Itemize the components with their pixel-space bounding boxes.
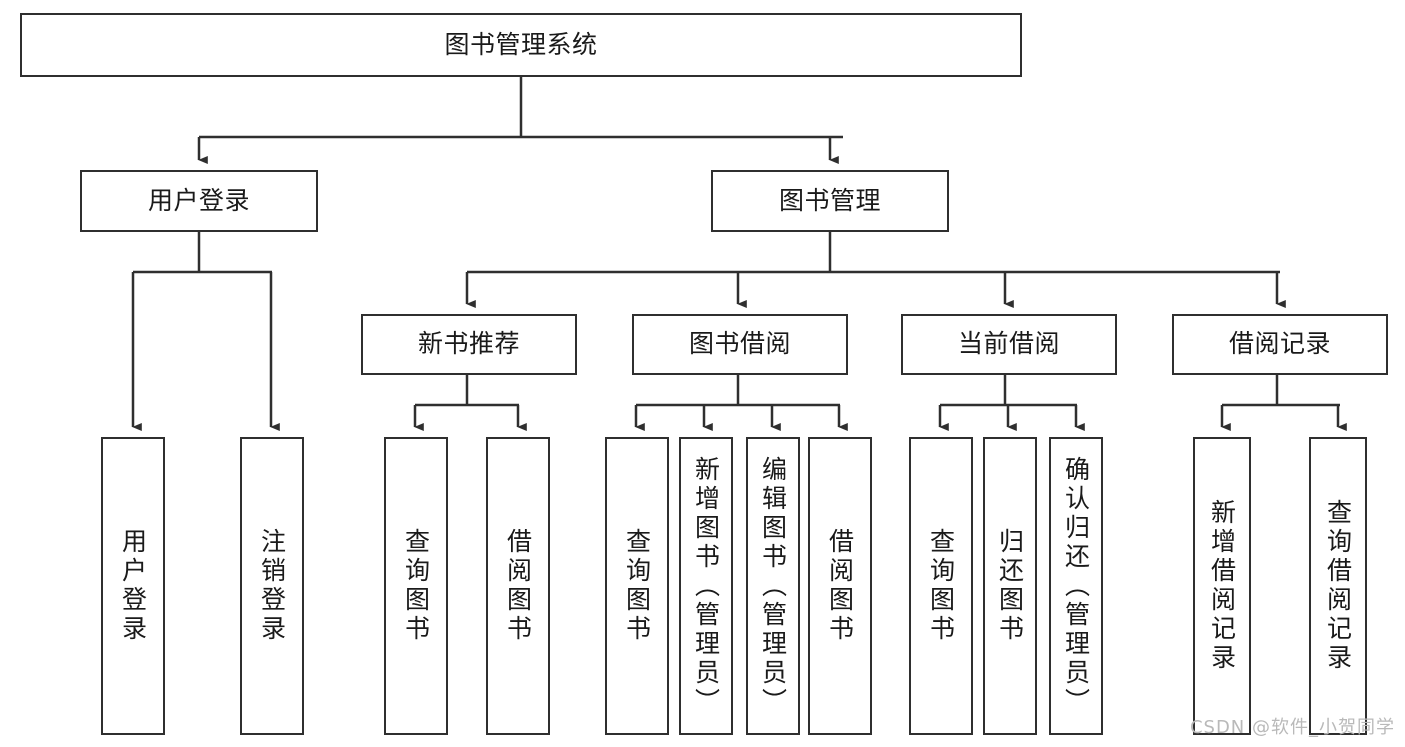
node-leaf-edit-book-label: 编辑图书（管理员） (758, 455, 788, 717)
node-user-login[interactable]: 用户登录 (80, 170, 318, 232)
node-leaf-add-book-label: 新增图书（管理员） (691, 455, 721, 717)
node-leaf-query-book-3[interactable]: 查询图书 (909, 437, 973, 735)
node-leaf-query-record[interactable]: 查询借阅记录 (1309, 437, 1367, 735)
node-current-borrow[interactable]: 当前借阅 (901, 314, 1117, 375)
node-leaf-add-record-label: 新增借阅记录 (1207, 499, 1237, 673)
node-new-book-recommend-label: 新书推荐 (417, 329, 520, 359)
node-new-book-recommend[interactable]: 新书推荐 (361, 314, 577, 375)
node-borrow-record[interactable]: 借阅记录 (1172, 314, 1388, 375)
node-leaf-return-book-label: 归还图书 (995, 528, 1025, 644)
node-root[interactable]: 图书管理系统 (20, 13, 1022, 77)
node-leaf-query-record-label: 查询借阅记录 (1323, 499, 1353, 673)
node-leaf-return-book[interactable]: 归还图书 (983, 437, 1037, 735)
node-leaf-query-book-1-label: 查询图书 (401, 528, 431, 644)
node-leaf-borrow-book-2-label: 借阅图书 (825, 528, 855, 644)
node-user-login-label: 用户登录 (147, 185, 250, 215)
node-root-label: 图书管理系统 (444, 29, 598, 59)
node-leaf-confirm-return[interactable]: 确认归还（管理员） (1049, 437, 1103, 735)
node-book-borrow[interactable]: 图书借阅 (632, 314, 848, 375)
node-leaf-add-book[interactable]: 新增图书（管理员） (679, 437, 733, 735)
node-book-borrow-label: 图书借阅 (688, 329, 791, 359)
node-leaf-borrow-book-2[interactable]: 借阅图书 (808, 437, 872, 735)
node-leaf-query-book-2-label: 查询图书 (622, 528, 652, 644)
node-leaf-confirm-return-label: 确认归还（管理员） (1061, 455, 1091, 717)
node-leaf-borrow-book-1-label: 借阅图书 (503, 528, 533, 644)
node-current-borrow-label: 当前借阅 (957, 329, 1060, 359)
node-leaf-logout-login[interactable]: 注销登录 (240, 437, 304, 735)
node-leaf-add-record[interactable]: 新增借阅记录 (1193, 437, 1251, 735)
node-leaf-edit-book[interactable]: 编辑图书（管理员） (746, 437, 800, 735)
node-leaf-query-book-2[interactable]: 查询图书 (605, 437, 669, 735)
node-book-manage[interactable]: 图书管理 (711, 170, 949, 232)
node-borrow-record-label: 借阅记录 (1228, 329, 1331, 359)
node-leaf-user-login[interactable]: 用户登录 (101, 437, 165, 735)
node-book-manage-label: 图书管理 (778, 185, 881, 215)
node-leaf-query-book-1[interactable]: 查询图书 (384, 437, 448, 735)
node-leaf-borrow-book-1[interactable]: 借阅图书 (486, 437, 550, 735)
node-leaf-query-book-3-label: 查询图书 (926, 528, 956, 644)
node-leaf-logout-login-label: 注销登录 (257, 528, 287, 644)
node-leaf-user-login-label: 用户登录 (118, 528, 148, 644)
